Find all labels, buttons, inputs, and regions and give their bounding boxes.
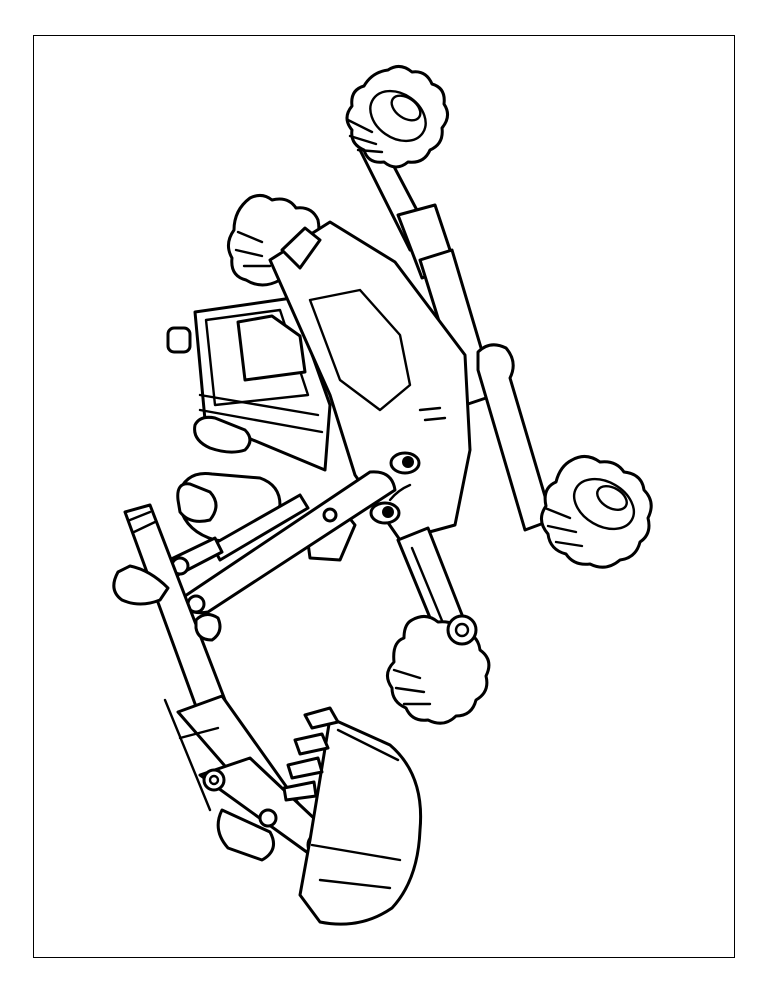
top-right-wheel (345, 65, 449, 169)
boom-arm (163, 470, 397, 615)
page-border (33, 35, 735, 958)
front-right-leg (476, 343, 554, 532)
eyes (369, 451, 421, 525)
front-right-wheel (540, 455, 653, 569)
cab (166, 296, 332, 472)
rear-leg (358, 138, 497, 407)
bottom-wheel (386, 614, 491, 725)
bucket (282, 706, 423, 926)
